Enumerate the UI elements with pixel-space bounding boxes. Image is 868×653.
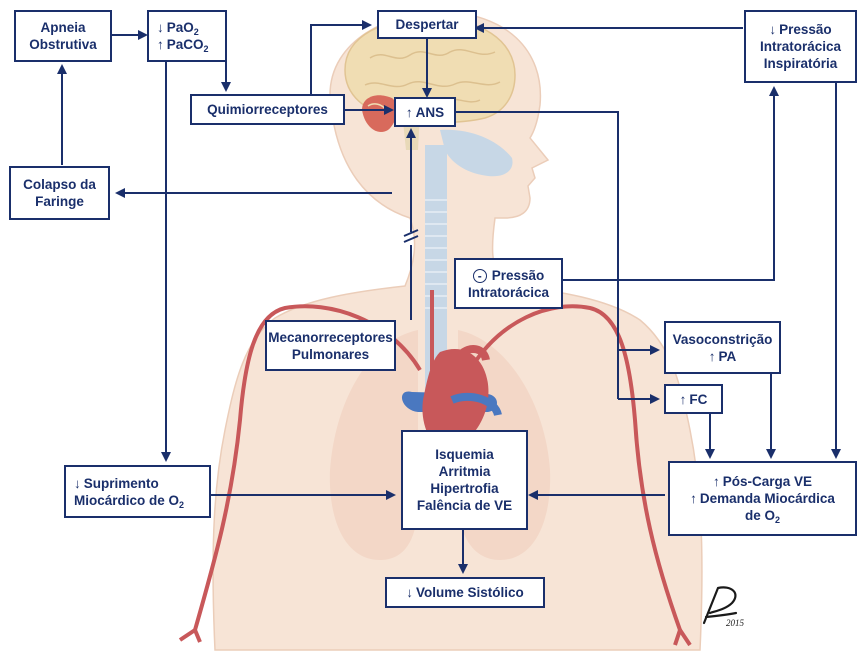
isquemia-line-1: Isquemia — [435, 446, 494, 463]
box-isquemia: Isquemia Arritmia Hipertrofia Falência d… — [401, 430, 528, 530]
vasoconstricao-line-1: Vasoconstrição — [673, 331, 773, 348]
pa-label: PA — [718, 349, 736, 364]
box-fc: ↑FC — [664, 384, 723, 414]
box-mecanorreceptores: Mecanorreceptores Pulmonares — [265, 320, 396, 371]
arrow-up-icon: ↑ — [709, 349, 716, 364]
arrow-down-icon: ↓ — [74, 476, 81, 491]
arrow-up-icon: ↑ — [406, 105, 413, 120]
box-pressao-intratoracica: -Pressão Intratorácica — [454, 258, 563, 309]
poscarga-line-3: de O — [745, 508, 775, 523]
apneia-line-2: Obstrutiva — [29, 36, 97, 53]
box-ans: ↑ANS — [394, 97, 456, 127]
box-pressao-inspiratoria: ↓Pressão Intratorácica Inspiratória — [744, 10, 857, 83]
minus-circle-icon: - — [473, 269, 487, 283]
suprimento-line-2: Miocárdico de O — [74, 493, 179, 508]
colapso-line-2: Faringe — [35, 193, 84, 210]
pressao-insp-line-2: Intratorácica — [760, 38, 841, 55]
box-vasoconstricao: Vasoconstrição ↑PA — [664, 321, 781, 374]
box-colapso-faringe: Colapso da Faringe — [9, 166, 110, 220]
arrow-up-icon: ↑ — [690, 491, 697, 506]
arrow-down-icon: ↓ — [769, 22, 776, 37]
pao2-label: PaO — [167, 20, 194, 35]
isquemia-line-4: Falência de VE — [417, 497, 512, 514]
volume-label: Volume Sistólico — [416, 585, 524, 600]
paco2-label: PaCO — [167, 37, 204, 52]
poscarga-subscript: 2 — [775, 515, 780, 525]
arrow-down-icon: ↓ — [406, 585, 413, 600]
pressao-insp-line-1: Pressão — [779, 22, 832, 37]
isquemia-line-2: Arritmia — [439, 463, 491, 480]
box-volume-sistolico: ↓Volume Sistólico — [385, 577, 545, 608]
box-quimiorreceptores: Quimiorreceptores — [190, 94, 345, 125]
mecano-line-1: Mecanorreceptores — [268, 329, 393, 346]
box-apneia-obstrutiva: Apneia Obstrutiva — [14, 10, 112, 62]
pressao-intra-line-2: Intratorácica — [468, 284, 549, 301]
pressao-intra-to-pressao-insp — [563, 88, 774, 280]
box-poscarga: ↑Pós-Carga VE ↑Demanda Miocárdica de O2 — [668, 461, 857, 536]
ans-label: ANS — [416, 105, 445, 120]
pressao-intra-line-1: Pressão — [492, 268, 545, 283]
poscarga-line-1: Pós-Carga VE — [723, 474, 812, 489]
pressao-insp-line-3: Inspiratória — [764, 55, 838, 72]
suprimento-line-1: Suprimento — [84, 476, 159, 491]
mecano-line-2: Pulmonares — [292, 346, 369, 363]
paco2-subscript: 2 — [204, 44, 209, 54]
signature-year: 2015 — [726, 618, 744, 628]
box-despertar: Despertar — [377, 10, 477, 39]
box-gases: ↓PaO2 ↑PaCO2 — [147, 10, 227, 62]
despertar-label: Despertar — [395, 16, 458, 33]
quimiorreceptores-label: Quimiorreceptores — [207, 101, 328, 118]
poscarga-line-2: Demanda Miocárdica — [700, 491, 835, 506]
fc-label: FC — [689, 392, 707, 407]
arrow-down-icon: ↓ — [157, 20, 164, 35]
suprimento-subscript: 2 — [179, 500, 184, 510]
colapso-line-1: Colapso da — [23, 176, 96, 193]
apneia-line-1: Apneia — [40, 19, 85, 36]
arrow-up-icon: ↑ — [713, 474, 720, 489]
arrow-up-icon: ↑ — [157, 37, 164, 52]
arrow-up-icon: ↑ — [680, 392, 687, 407]
box-suprimento: ↓Suprimento Miocárdico de O2 — [64, 465, 211, 518]
isquemia-line-3: Hipertrofia — [430, 480, 498, 497]
